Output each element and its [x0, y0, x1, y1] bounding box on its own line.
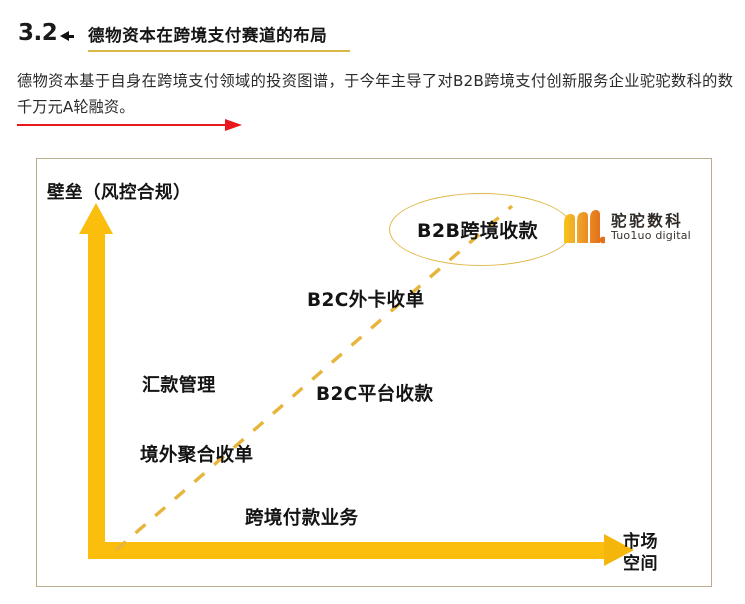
logo-wordmark: 驼驼数科 Tuo1uo digital [611, 207, 691, 247]
data-label-remittance-management: 汇款管理 [142, 375, 216, 396]
data-label-cross-border-payout: 跨境付款业务 [245, 508, 359, 529]
y-axis-label: 壁垒（风控合规） [47, 183, 191, 203]
logo-name-en: Tuo1uo digital [611, 229, 691, 242]
page-title: 德物资本在跨境支付赛道的布局 [88, 26, 328, 45]
section-number: 3.2 [18, 20, 58, 46]
data-label-b2c-platform-collection: B2C平台收款 [316, 384, 434, 405]
red-right-arrow-icon [17, 119, 245, 133]
x-axis-arrow-head-icon [604, 534, 634, 566]
data-label-b2b-cross-border-collection: B2B跨境收款 [417, 220, 538, 242]
y-axis-arrow [88, 232, 105, 559]
data-label-overseas-aggregate-acquiring: 境外聚合收单 [140, 445, 254, 466]
title-underline [88, 50, 350, 52]
brand-logo: 驼驼数科 Tuo1uo digital [563, 207, 691, 251]
three-bars-logo-mark-icon [564, 210, 605, 244]
right-triangle-marker-tail-icon [68, 35, 74, 38]
y-axis-arrow-head-icon [79, 203, 113, 234]
x-axis-arrow [88, 542, 607, 559]
red-arrow-head [225, 119, 242, 131]
right-triangle-marker-icon [60, 31, 69, 41]
data-label-b2c-card-acquiring: B2C外卡收单 [307, 290, 425, 311]
x-axis-label: 市场空间 [623, 532, 658, 574]
red-arrow-shaft [17, 124, 229, 127]
logo-name-cn: 驼驼数科 [611, 212, 684, 230]
section-header: 3.2 德物资本在跨境支付赛道的布局 [0, 0, 745, 62]
body-paragraph: 德物资本基于自身在跨境支付领域的投资图谱，于今年主导了对B2B跨境支付创新服务企… [17, 72, 733, 116]
